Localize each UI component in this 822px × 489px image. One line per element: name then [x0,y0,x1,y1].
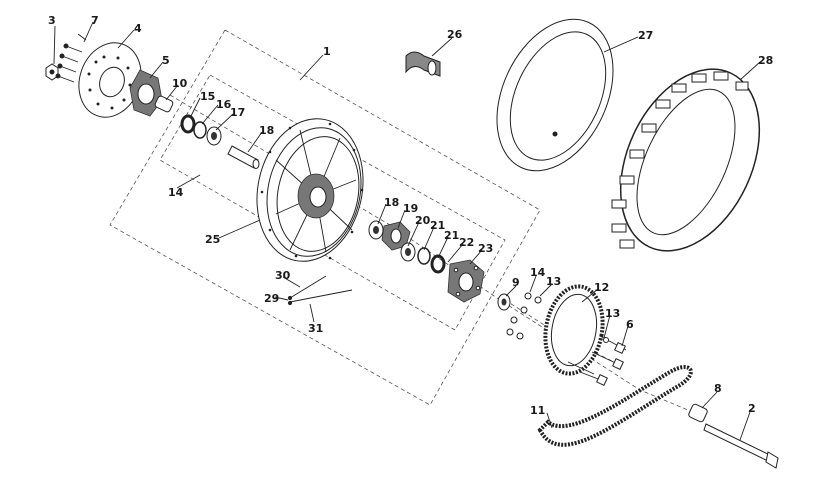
sprocket-carrier [447,259,485,303]
callout-4: 4 [134,22,142,35]
bearing-right [368,220,384,240]
rim-strap [405,51,441,77]
circlip-right [417,247,431,265]
inner-tube [496,18,614,172]
bearing-right-inner [400,242,416,262]
callout-5: 5 [162,54,170,67]
callout-10: 10 [172,77,188,90]
callout-21-b: 21 [430,219,445,232]
assembly-box-1 [109,29,541,406]
callout-3: 3 [48,14,56,27]
callout-13-upper: 13 [546,275,561,288]
wheel-rim [256,118,364,262]
callout-31: 31 [308,322,323,335]
callout-1: 1 [323,45,331,58]
oil-seal-left [180,114,196,134]
circlip-left [193,121,207,139]
callout-23: 22 [459,236,474,249]
callout-6: 6 [626,318,634,331]
callout-11: 11 [530,404,545,417]
disc-nut [45,63,59,81]
disc-bolts [55,33,87,83]
callout-19: 18 [259,124,274,137]
sprocket-nuts-upper [506,292,542,340]
callout-27: 27 [638,29,653,42]
sprocket-bolts [567,335,627,386]
rear-axle [703,423,779,469]
callout-16: 15 [200,90,215,103]
callout-14: 14 [530,266,546,279]
drive-chain [537,365,693,447]
callout-15: 14 [168,186,184,199]
callout-17: 16 [216,98,232,111]
callout-29: 29 [264,292,279,305]
spacer [154,95,174,113]
hub-spacer-tube [227,145,260,169]
rear-sprocket [543,284,605,376]
callout-28: 28 [758,54,773,67]
spacer-right [497,293,511,311]
callout-9: 9 [512,276,520,289]
spokes [287,275,353,306]
callout-21-a: 20 [415,214,431,227]
assembly-box-15 [159,74,506,331]
disc-carrier [129,69,163,117]
callout-13-lower: 13 [605,307,620,320]
callout-7: 7 [91,14,99,27]
callout-2: 2 [748,402,756,415]
leader-lines [53,21,761,441]
bearing-left [206,126,222,146]
axle-spacer [688,403,708,423]
tyre [611,68,761,252]
callout-30: 30 [275,269,291,282]
callout-labels: 3 7 4 5 10 15 16 17 18 1 14 25 18 19 20 … [48,14,773,417]
callout-18-left: 17 [230,106,245,119]
callout-26: 26 [447,28,463,41]
callout-20: 19 [403,202,418,215]
callout-22: 21 [444,229,459,242]
oil-seal-right [430,254,446,274]
callout-25: 25 [205,233,220,246]
callout-18-right: 18 [384,196,399,209]
callout-12: 12 [594,281,609,294]
callout-8: 8 [714,382,722,395]
callout-24: 23 [478,242,493,255]
